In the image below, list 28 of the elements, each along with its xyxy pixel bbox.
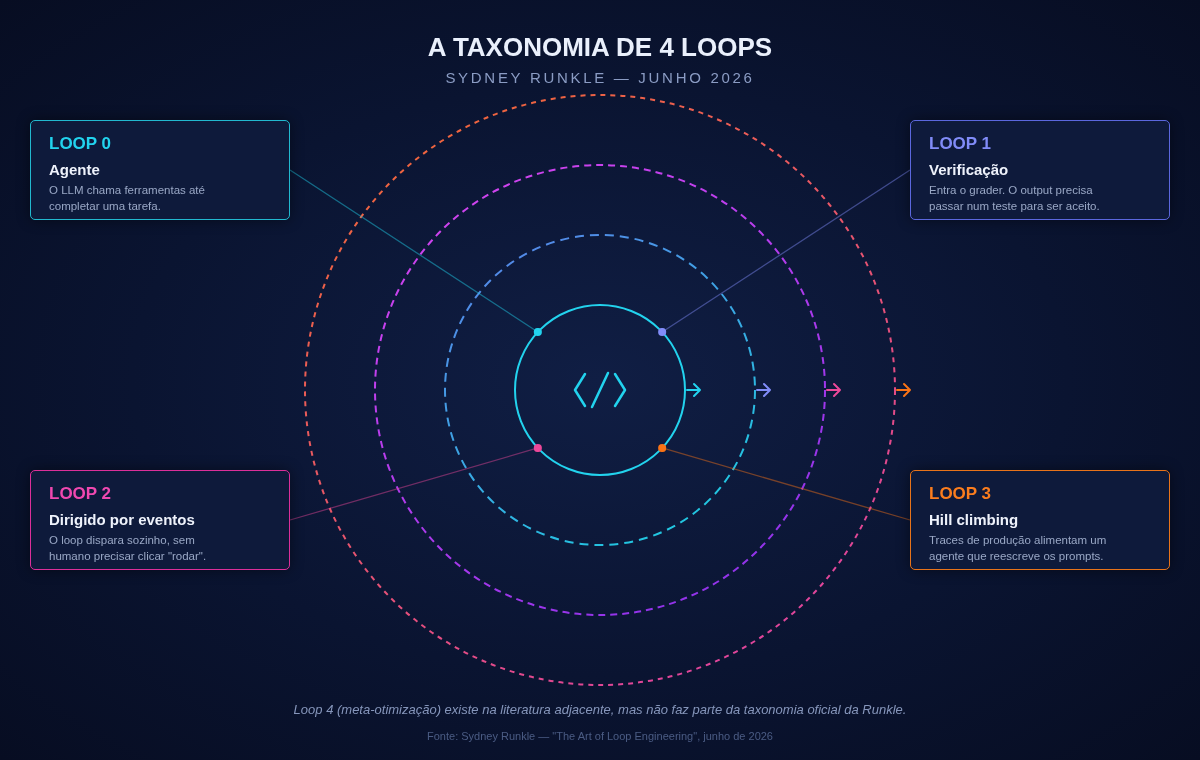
card-description: Entra o grader. O output precisa passar num teste para ser aceito. bbox=[929, 183, 1101, 214]
loop-card bbox=[30, 120, 290, 220]
dashed-loop-ring bbox=[303, 93, 897, 687]
loop-card bbox=[30, 470, 290, 570]
loop-label: LOOP 2 bbox=[49, 483, 112, 505]
loop-card bbox=[910, 120, 1170, 220]
card-description: O LLM chama ferramentas até completar uma tarefa. bbox=[49, 183, 206, 214]
card-description: O loop dispara sozinho, sem humano precisar clicar "rodar". bbox=[49, 533, 208, 564]
card-title: Hill climbing bbox=[929, 510, 1019, 530]
loop-label: LOOP 3 bbox=[929, 483, 992, 505]
subtitle: SYDNEY RUNKLE — JUNHO 2026 bbox=[445, 68, 755, 88]
footnote: Loop 4 (meta-otimização) existe na literatura adjacente, mas não faz parte da taxonomia oficial da Runkle. bbox=[293, 701, 907, 719]
loop-card bbox=[910, 470, 1170, 570]
leader-line bbox=[658, 443, 911, 521]
diagram-title: A TAXONOMIA DE 4 LOOPS bbox=[427, 31, 773, 63]
card-description: Traces de produção alimentam um agente que reescreve os prompts. bbox=[929, 533, 1108, 564]
card-title: Verificação bbox=[929, 160, 1009, 180]
loop-label: LOOP 1 bbox=[929, 133, 992, 155]
core-loop-circle bbox=[513, 303, 687, 477]
card-title: Agente bbox=[49, 160, 100, 180]
leader-line bbox=[658, 169, 911, 337]
source-note: Fonte: Sydney Runkle — "The Art of Loop Engineering", junho de 2026 bbox=[427, 729, 773, 744]
loop-label: LOOP 0 bbox=[49, 133, 112, 155]
dashed-loop-ring bbox=[373, 163, 827, 617]
leader-line bbox=[289, 169, 542, 337]
dashed-loop-ring bbox=[443, 233, 757, 547]
leader-line bbox=[289, 443, 542, 521]
card-title: Dirigido por eventos bbox=[49, 510, 195, 530]
